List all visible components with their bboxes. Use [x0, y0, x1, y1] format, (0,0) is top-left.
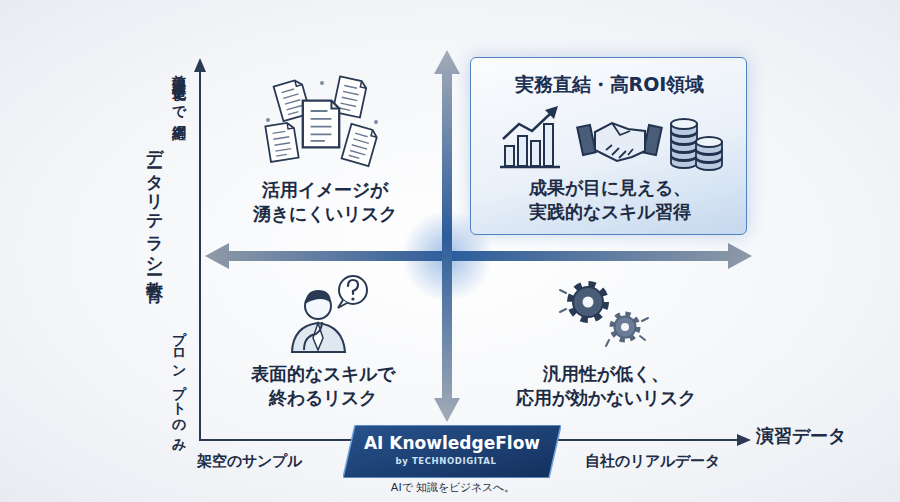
decor-dot: [320, 81, 324, 85]
handshake-icon: [577, 123, 662, 161]
axis-title: 演習データ: [756, 424, 846, 448]
y-axis-arrowhead: [194, 58, 206, 72]
document-sheet: [265, 122, 298, 162]
axis-end-label: 架空のサンプル: [197, 451, 302, 471]
box-heading: 実務直結・高ROI領域: [471, 72, 748, 98]
growth-chart-icon: [500, 106, 560, 167]
quadrant-risk-text: 表面的なスキルで 終わるリスク: [228, 362, 418, 411]
horizontal-divider-arrow: [205, 243, 752, 269]
confused-person-icon: [292, 276, 367, 352]
documents-icon: [265, 76, 378, 166]
document-sheet: [342, 124, 379, 166]
gear-hole: [583, 297, 594, 308]
logo-byline: by TECHNODIGITAL: [343, 456, 549, 467]
axis-end-label: 自社のリアルデータ: [585, 451, 720, 471]
logo-badge-outline: [343, 425, 561, 478]
gear-body: [615, 317, 636, 338]
document-sheet: [303, 101, 339, 148]
gear-teeth: [613, 315, 637, 339]
motion-ticks: [560, 290, 648, 346]
gears-icon: [560, 285, 648, 346]
box-body: 成果が目に見える、 実践的なスキル習得: [494, 176, 725, 225]
vertical-divider-arrow: [434, 50, 460, 422]
logo-wordmark: AI KnowledgeFlow: [349, 432, 555, 455]
axis-end-label: 前処理・構造化まで網羅: [170, 64, 189, 118]
y-axis-line: [199, 70, 201, 441]
gear-teeth: [571, 285, 605, 319]
highlight-quadrant-box: 実務直結・高ROI領域成果が目に見える、 実践的なスキル習得: [470, 57, 747, 235]
logo-badge: AI KnowledgeFlowby TECHNODIGITAL: [343, 425, 561, 478]
coin-stacks-icon: [671, 119, 722, 170]
axis-title: データリテラシー教育: [144, 138, 167, 272]
axis-end-label: プロンプトのみ: [170, 320, 189, 446]
x-axis-arrowhead: [737, 434, 751, 446]
gear-hole: [621, 323, 629, 331]
tagline: AIで 知識をビジネスへ。: [353, 481, 553, 496]
document-sheet: [333, 76, 368, 117]
quadrant-risk-text: 汎用性が低く、 応用が効かないリスク: [500, 362, 712, 411]
quadrant-risk-text: 活用イメージが 湧きにくいリスク: [235, 178, 415, 227]
decor-dot: [374, 120, 378, 124]
decor-dot: [266, 118, 270, 122]
gear-body: [573, 287, 603, 317]
document-sheet: [274, 79, 311, 121]
